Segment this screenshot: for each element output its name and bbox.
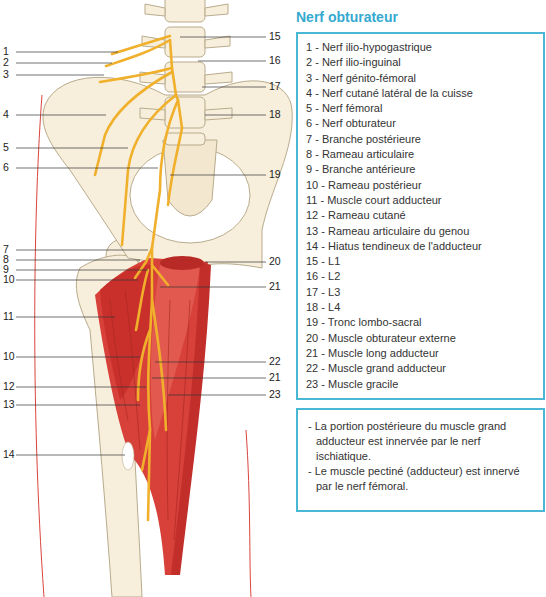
key-entry: 13 - Rameau articulaire du genou <box>306 224 535 239</box>
key-entry: 22 - Muscle grand adducteur <box>306 361 535 376</box>
key-entry: 7 - Branche postérieure <box>306 132 535 147</box>
nerve-branch <box>135 248 152 278</box>
callout-number: 23 <box>269 388 281 401</box>
key-entry: 10 - Rameau postérieur <box>306 178 535 193</box>
vertebra <box>165 0 205 22</box>
callout-number: 17 <box>269 80 281 93</box>
callout-number: 3 <box>3 68 9 81</box>
nerve <box>168 128 182 205</box>
callout-number: 10 <box>3 350 15 363</box>
nerve <box>122 95 176 245</box>
key-entry: 3 - Nerf génito-fémoral <box>306 71 535 86</box>
key-entry: 11 - Muscle court adducteur <box>306 193 535 208</box>
nerve-branch <box>148 248 152 520</box>
key-entry: 21 - Muscle long adducteur <box>306 346 535 361</box>
nerve-branch <box>152 300 166 430</box>
nerve-branch <box>152 265 168 285</box>
callout-number: 14 <box>3 448 15 461</box>
key-entry: 14 - Hiatus tendineux de l'adducteur <box>306 239 535 254</box>
key-entry: 18 - L4 <box>306 300 535 315</box>
nerve-branch <box>136 270 148 330</box>
note-box: - La portion postérieure du muscle grand… <box>296 408 545 512</box>
transverse-process <box>205 4 232 120</box>
callout-number: 10 <box>3 273 15 286</box>
adductor-brevis <box>100 264 155 400</box>
callout-number: 11 <box>3 310 14 323</box>
vertebra <box>165 133 205 145</box>
key-entry: 15 - L1 <box>306 254 535 269</box>
callout-number: 21 <box>269 280 281 293</box>
nerve <box>100 68 172 82</box>
nerve <box>106 40 170 66</box>
transverse-process <box>140 4 165 120</box>
vertebra <box>165 97 205 128</box>
callout-number: 20 <box>269 255 281 268</box>
key-entry: 20 - Muscle obturateur externe <box>306 331 535 346</box>
key-entry: 2 - Nerf ilio-inguinal <box>306 55 535 70</box>
key-entry: 17 - L3 <box>306 285 535 300</box>
key-entry: 9 - Branche antérieure <box>306 162 535 177</box>
skin-outline <box>35 95 44 597</box>
callout-number: 5 <box>3 141 9 154</box>
callout-number: 2 <box>3 56 9 69</box>
diagram-title: Nerf obturateur <box>296 9 398 25</box>
key-entry: 12 - Rameau cutané <box>306 208 535 223</box>
nerve-branch <box>142 430 150 470</box>
gracilis-muscle <box>171 262 211 575</box>
callout-number: 21 <box>269 371 281 384</box>
key-entry: 1 - Nerf ilio-hypogastrique <box>306 40 535 55</box>
callout-number: 16 <box>269 54 281 67</box>
nerve <box>152 100 178 248</box>
nerve <box>95 72 172 175</box>
leader-line <box>16 52 158 455</box>
key-entry: 16 - L2 <box>306 269 535 284</box>
nerve-plexus <box>170 40 182 128</box>
callout-number: 12 <box>3 380 15 393</box>
adductor-hiatus <box>122 442 134 470</box>
callout-number: 4 <box>3 108 9 121</box>
key-entry: 23 - Muscle gracile <box>306 377 535 392</box>
callout-number: 6 <box>3 161 9 174</box>
leader-line <box>152 37 266 395</box>
callout-number: 18 <box>269 108 281 121</box>
callout-number: 15 <box>269 30 281 43</box>
note-text: - Le muscle pectiné (adducteur) est inne… <box>316 464 533 494</box>
note-text: - La portion postérieure du muscle grand… <box>316 419 533 464</box>
callout-number: 19 <box>269 168 281 181</box>
key-entry: 19 - Tronc lombo-sacral <box>306 315 535 330</box>
key-entry: 8 - Rameau articulaire <box>306 147 535 162</box>
callout-number: 13 <box>3 398 15 411</box>
skin-outline <box>246 430 251 597</box>
pelvis-bone <box>43 77 292 270</box>
key-box: 1 - Nerf ilio-hypogastrique2 - Nerf ilio… <box>296 32 545 400</box>
callout-number: 22 <box>269 355 281 368</box>
obturator-externus <box>160 256 204 270</box>
key-entry: 4 - Nerf cutané latéral de la cuisse <box>306 86 535 101</box>
key-entry: 5 - Nerf fémoral <box>306 101 535 116</box>
nerve-branch <box>138 330 150 400</box>
key-entry: 6 - Nerf obturateur <box>306 116 535 131</box>
